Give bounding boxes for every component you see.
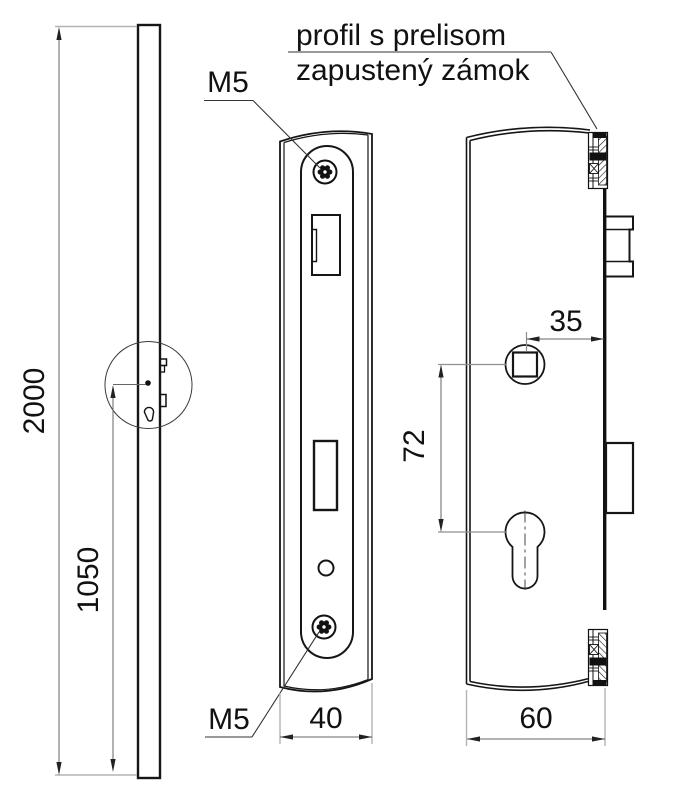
dim-handle-height-label: 1050 <box>72 547 105 614</box>
fixing-hole <box>317 559 335 577</box>
dimension-handle-height: 1050 <box>72 384 146 772</box>
door-profile-outline <box>136 23 162 780</box>
spindle-hole <box>504 344 546 385</box>
faceplate-body-inner-line <box>283 132 369 691</box>
dim-faceplate-width-label: 40 <box>309 702 342 735</box>
deadbolt-side <box>604 441 635 515</box>
latch-bevel-line <box>312 228 318 263</box>
faceplate-body-outline <box>279 130 373 693</box>
dimension-door-height: 2000 <box>18 25 137 776</box>
callout-m5-top: M5 <box>204 66 321 169</box>
torx-screw-bottom <box>311 614 337 640</box>
spindle-hole-dot <box>145 380 151 386</box>
lock-case-outline <box>465 126 591 692</box>
euro-cylinder-hole <box>504 510 546 590</box>
torx-screw-top <box>312 159 338 185</box>
dimension-axis-distance: 72 <box>398 363 506 533</box>
dim-axis-distance-label: 72 <box>398 429 431 462</box>
side-view-lock-case <box>465 126 635 692</box>
latch-tab-mini-step <box>159 364 166 373</box>
bolt-tab-mini <box>160 393 167 408</box>
keyhole-mini <box>143 406 155 422</box>
callout-line1: profil s prelisom <box>296 19 506 52</box>
callout-profile: profil s prelisom zapustený zámok <box>288 19 598 130</box>
m5-top-label: M5 <box>207 66 249 99</box>
callout-line2: zapustený zámok <box>296 54 530 87</box>
dimension-spindle-to-edge: 35 <box>525 305 604 351</box>
dim-spindle-to-edge-label: 35 <box>549 305 582 338</box>
m5-bottom-label: M5 <box>208 703 250 736</box>
detail-circle <box>104 341 193 429</box>
faceplate-plate <box>300 145 354 659</box>
front-view-faceplate <box>279 130 373 693</box>
latch-bolt-side <box>606 215 634 278</box>
dim-case-width-label: 60 <box>519 702 552 735</box>
profile-section-detail-top <box>587 131 609 190</box>
deadbolt-opening <box>312 439 339 512</box>
dim-door-height-label: 2000 <box>18 368 51 435</box>
faceplate-edge-strip <box>603 188 607 610</box>
latch-opening <box>311 214 341 276</box>
callout-m5-bottom: M5 <box>205 631 320 738</box>
dimension-case-width: 60 <box>465 688 606 746</box>
profile-section-detail-bottom <box>587 628 609 687</box>
dimension-faceplate-width: 40 <box>279 683 373 744</box>
side-view-door-profile <box>104 23 193 780</box>
